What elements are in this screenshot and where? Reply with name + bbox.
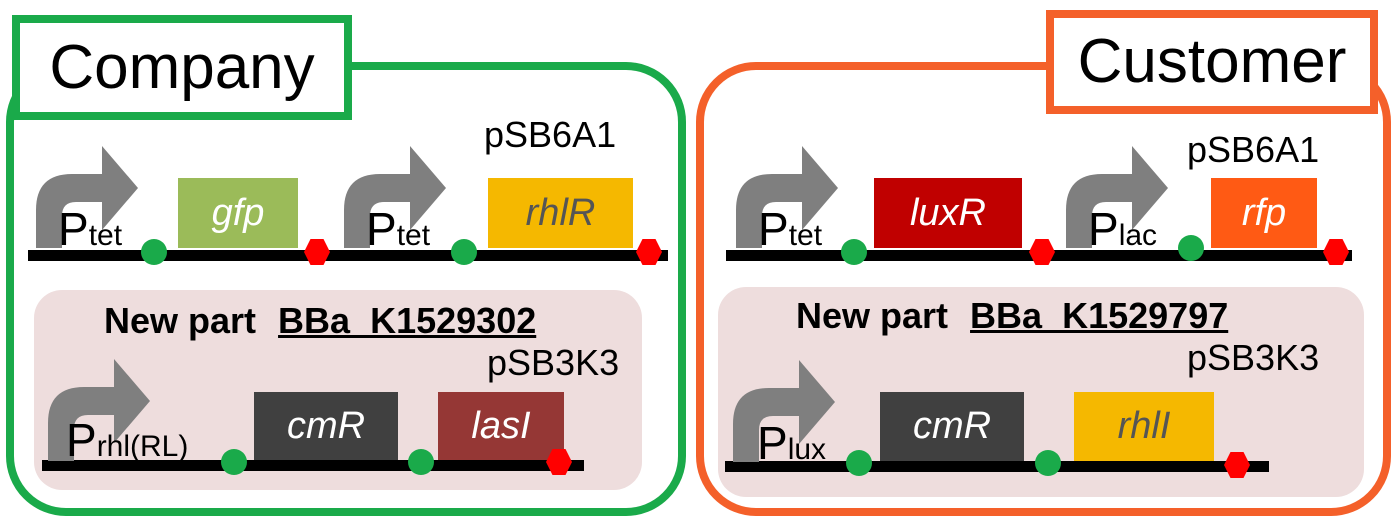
customer-new-part-id: BBa_K1529797 [970,295,1229,336]
company-bottom-vector: pSB3K3 [487,342,620,383]
customer-panel [696,62,1391,516]
customer-terminator3 [1224,452,1250,478]
company-title: Company [49,32,315,102]
customer-promoter1-label: Ptet [758,203,823,255]
customer-promoter2-label: Plac [1088,203,1158,255]
customer-promoter3-label: Plux [757,417,827,469]
company-gene2: rhlR [488,178,633,248]
company-gene3: cmR [254,392,398,460]
customer-bottom-backbone [725,461,1269,472]
company-promoter2-label: Ptet [366,203,431,255]
company-gene4: lasI [438,392,564,460]
company-top-backbone [28,250,668,261]
customer-title-box: Customer [1046,10,1378,114]
customer-bottom-vector: pSB3K3 [1187,337,1320,378]
customer-gene3: cmR [880,392,1024,461]
company-title-box: Company [12,15,352,120]
customer-title: Customer [1077,27,1347,96]
customer-gene2: rfp [1211,178,1317,248]
company-new-part-id: BBa_K1529302 [278,300,537,341]
company-promoter1-label: Ptet [58,203,123,255]
customer-rbs3 [846,450,872,476]
company-bottom-backbone [42,460,584,471]
company-promoter3-label: Prhl(RL) [66,414,189,466]
company-rbs4 [408,449,434,475]
customer-terminator2 [1323,239,1349,265]
customer-terminator1 [1029,239,1055,265]
company-top-vector: pSB6A1 [484,114,617,155]
customer-gene1: luxR [874,178,1022,248]
company-gene1: gfp [178,178,298,248]
customer-rbs4 [1035,450,1061,476]
company-terminator1 [304,239,330,265]
company-rbs1 [141,239,167,265]
company-rbs2 [451,239,477,265]
customer-rbs1 [841,239,867,265]
company-rbs3 [221,449,247,475]
customer-top-vector: pSB6A1 [1187,129,1320,170]
customer-rbs2 [1178,235,1204,261]
customer-gene4: rhlI [1074,392,1214,461]
